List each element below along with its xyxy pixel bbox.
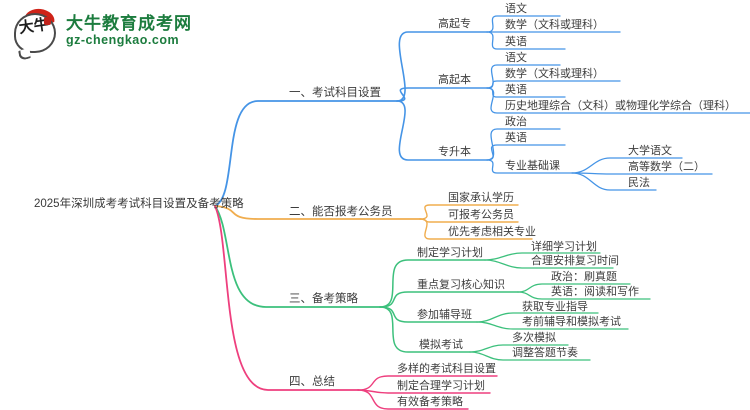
- node-item: 考前辅导和模拟考试: [522, 316, 621, 328]
- node-item: 多样的考试科目设置: [397, 363, 496, 375]
- node-item: 制定合理学习计划: [397, 380, 485, 392]
- logo-red-seal: [44, 17, 51, 25]
- node-subject: 大学语文: [628, 145, 672, 157]
- mindmap-root-node: 2025年深圳成考考试科目设置及备考策略: [34, 198, 244, 210]
- node-item: 英语：阅读和写作: [551, 286, 639, 298]
- node-item: 政治：刷真题: [551, 271, 617, 283]
- node-subject: 高等数学（二）: [628, 161, 705, 173]
- branch-summary: 四、总结: [289, 376, 335, 388]
- node-subject: 民法: [628, 177, 650, 189]
- node-subject: 数学（文科或理科）: [505, 68, 604, 80]
- node-zhuanshengben: 专升本: [438, 146, 471, 158]
- node-subject: 英语: [505, 36, 527, 48]
- node-subject: 历史地理综合（文科）或物理化学综合（理科）: [505, 100, 736, 112]
- node-item: 多次模拟: [512, 332, 556, 344]
- site-url: gz-chengkao.com: [66, 33, 180, 47]
- node-subject: 语文: [505, 3, 527, 15]
- node-subject: 英语: [505, 132, 527, 144]
- node-gaoqizhuan: 高起专: [438, 18, 471, 30]
- node-major-basic-course: 专业基础课: [505, 160, 560, 172]
- node-subject: 数学（文科或理科）: [505, 19, 604, 31]
- node-item: 调整答题节奏: [512, 347, 578, 359]
- node-item: 合理安排复习时间: [531, 255, 619, 267]
- node-item: 获取专业指导: [522, 301, 588, 313]
- node-core-review: 重点复习核心知识: [417, 279, 505, 291]
- branch-exam-subjects: 一、考试科目设置: [289, 87, 381, 99]
- node-tutoring-class: 参加辅导班: [417, 309, 472, 321]
- node-item: 有效备考策略: [397, 396, 463, 408]
- node-subject: 政治: [505, 116, 527, 128]
- node-study-plan: 制定学习计划: [417, 247, 483, 259]
- node-subject: 语文: [505, 52, 527, 64]
- node-mock-exam: 模拟考试: [419, 339, 463, 351]
- node-gaoqiben: 高起本: [438, 74, 471, 86]
- site-logo: 大牛 大牛教育成考网 gz-chengkao.com: [13, 7, 192, 62]
- node-item: 优先考虑相关专业: [448, 226, 536, 238]
- node-item: 详细学习计划: [531, 241, 597, 253]
- node-subject: 英语: [505, 84, 527, 96]
- branch-civil-servant: 二、能否报考公务员: [289, 206, 393, 218]
- node-item: 可报考公务员: [448, 209, 514, 221]
- branch-prep-strategy: 三、备考策略: [289, 293, 358, 305]
- site-name: 大牛教育成考网: [66, 14, 192, 33]
- site-logo-icon: 大牛: [13, 7, 59, 62]
- node-item: 国家承认学历: [448, 192, 514, 204]
